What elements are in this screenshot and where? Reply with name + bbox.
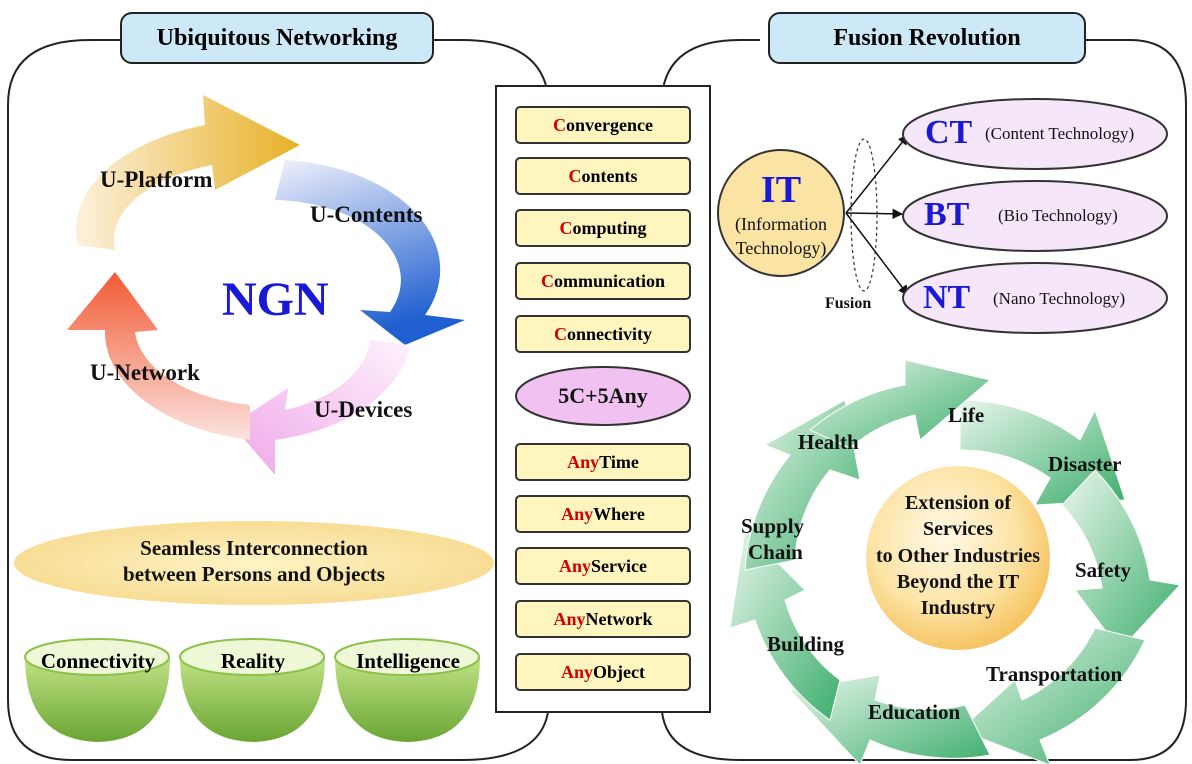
bt-abbr: BT (924, 196, 970, 233)
nt-ellipse (902, 262, 1168, 334)
it-circle (717, 149, 845, 277)
industry-center-line-2: Services (923, 518, 993, 540)
seamless-line-2: between Persons and Objects (123, 562, 385, 586)
industry-building: Building (767, 632, 845, 656)
ct-abbr: CT (925, 114, 973, 151)
any-item-time: Any Time (515, 443, 691, 481)
seamless-ellipse (14, 521, 494, 605)
industry-disaster: Disaster (1048, 452, 1122, 476)
seamless-line-1: Seamless Interconnection (140, 536, 368, 560)
u-devices-arrow (232, 340, 410, 475)
bt-ellipse (902, 180, 1168, 252)
it-desc-line-1: (Information (735, 214, 827, 234)
nt-abbr: NT (923, 279, 971, 316)
industry-center-line-3: to Other Industries (875, 545, 1041, 567)
five-c-oval-shape (515, 366, 691, 426)
nt-desc: (Nano Technology) (993, 289, 1126, 308)
any-item-object: Any Object (515, 653, 691, 691)
fusion-bracket (850, 138, 878, 292)
fusion-header: Fusion Revolution (768, 12, 1086, 64)
industry-core (866, 466, 1050, 650)
industry-supply-line-2: Chain (748, 540, 803, 564)
ngn-title: NGN (222, 273, 329, 326)
u-platform-arrow (76, 95, 300, 250)
industry-health: Health (798, 430, 859, 454)
fusion-label: Fusion (825, 295, 872, 312)
five-c-oval-label: 5C+5Any (558, 383, 648, 408)
dome-connectivity-shape (24, 638, 170, 742)
u-contents-arrow (275, 160, 465, 345)
industry-center-line-4: Beyond the IT (896, 571, 1020, 593)
u-network-arrow (67, 272, 250, 440)
industry-cycle-ring (729, 359, 1181, 764)
industry-education: Education (868, 700, 961, 724)
dome-connectivity-label: Connectivity (40, 648, 156, 673)
industry-transportation: Transportation (986, 662, 1123, 686)
ubiquitous-header: Ubiquitous Networking (120, 12, 434, 64)
ct-desc: (Content Technology) (985, 124, 1135, 143)
any-item-network: Any Network (515, 600, 691, 638)
dome-intelligence-label: Intelligence (356, 648, 460, 673)
industry-center-line-1: Extension of (904, 492, 1012, 514)
u-network-label: U-Network (90, 360, 200, 385)
it-abbr: IT (760, 169, 802, 211)
dome-reality-shape (179, 638, 325, 742)
it-desc-line-2: Technology) (735, 238, 827, 258)
bt-desc: (Bio Technology) (998, 206, 1118, 225)
any-item-service: Any Service (515, 547, 691, 585)
dome-intelligence-shape (334, 638, 480, 742)
u-contents-label: U-Contents (310, 202, 423, 227)
right-panel-outline (661, 39, 1187, 761)
dome-reality-label: Reality (220, 648, 286, 673)
industry-supply-line-1: Supply (741, 514, 805, 538)
industry-safety: Safety (1075, 558, 1131, 582)
u-devices-label: U-Devices (314, 397, 413, 422)
industry-center-line-5: Industry (920, 597, 996, 619)
industry-life: Life (948, 403, 985, 427)
u-platform-label: U-Platform (100, 167, 213, 192)
ct-ellipse (902, 98, 1168, 170)
